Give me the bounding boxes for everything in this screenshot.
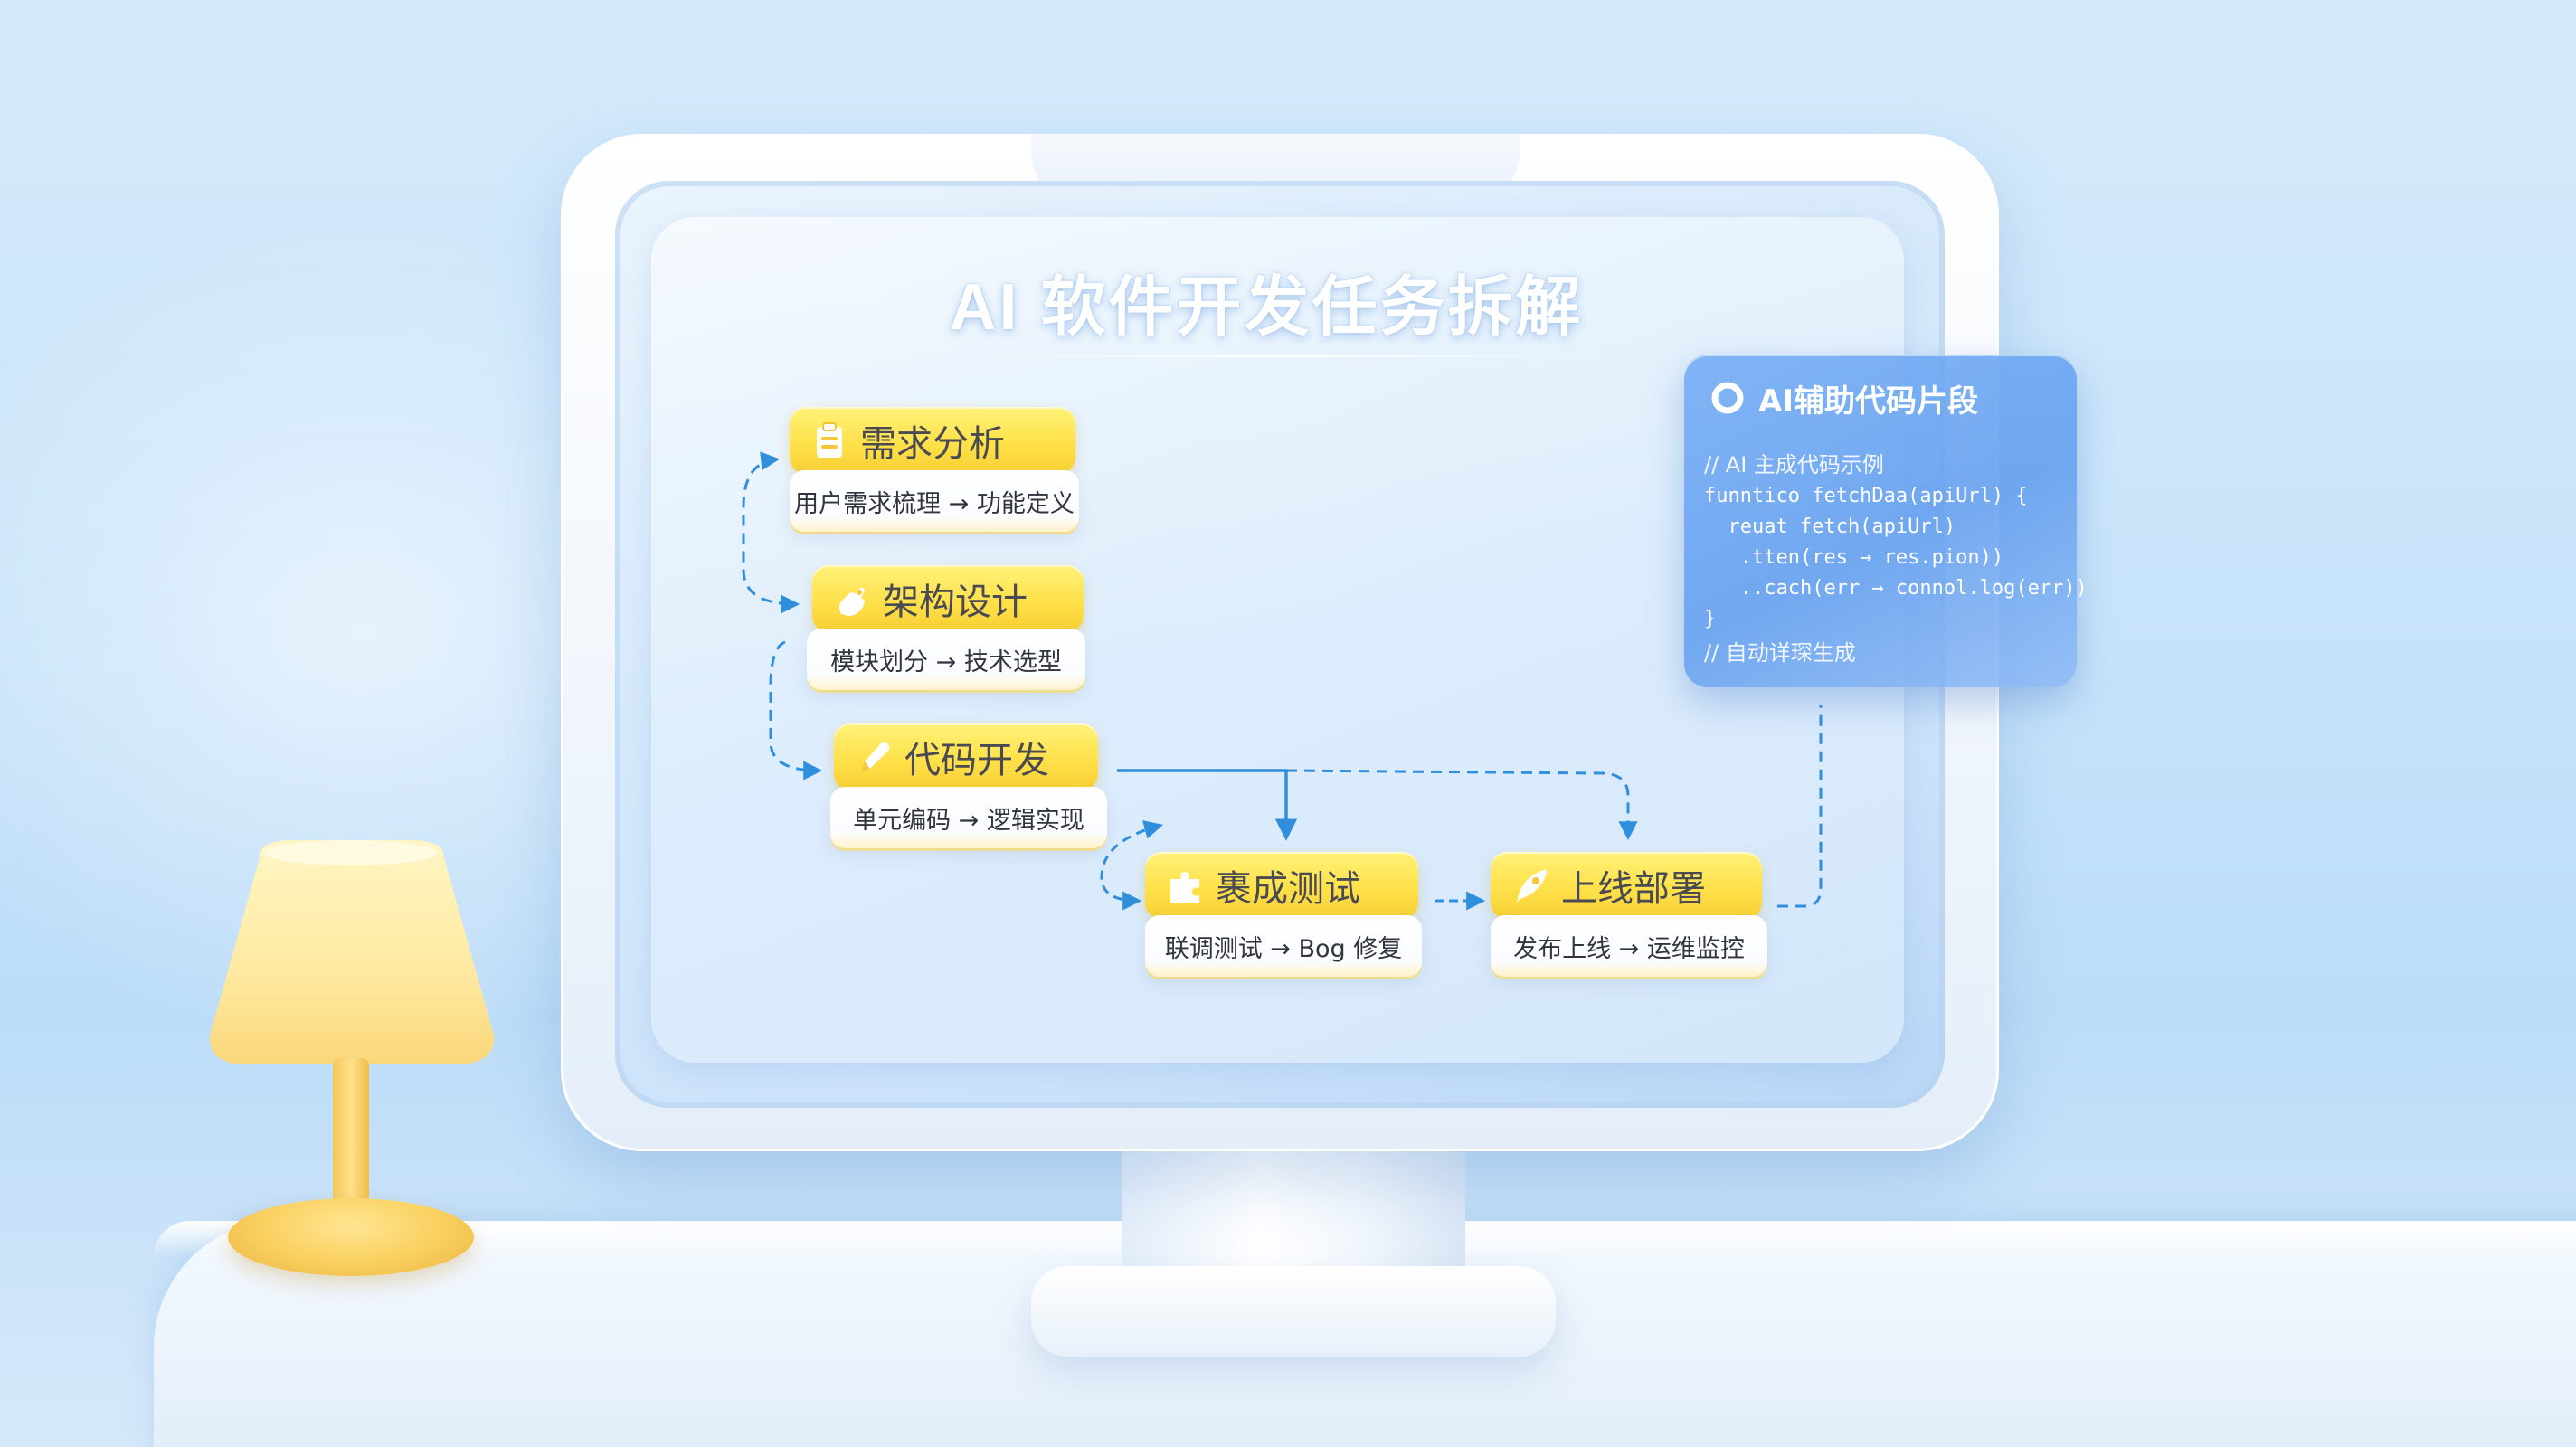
monitor-stand-base xyxy=(1031,1266,1556,1357)
node-description-box: 模块划分 → 技术选型 xyxy=(807,629,1085,690)
code-line: reuat fetch(apiUrl) xyxy=(1704,515,1956,538)
lamp-base xyxy=(228,1198,474,1276)
node-title: 需求分析 xyxy=(860,423,1005,465)
puzzle-icon xyxy=(1170,872,1199,903)
node-header: 需求分析 xyxy=(790,407,1075,474)
ring-icon xyxy=(1711,382,1744,414)
node-title: 架构设计 xyxy=(883,582,1028,623)
hand-icon xyxy=(839,587,865,616)
node-title: 裹成测试 xyxy=(1216,868,1360,910)
code-line: // 自动详琛生成 xyxy=(1704,640,1856,666)
code-line: .tten(res → res.pion)) xyxy=(1704,546,2004,569)
node-description: 用户需求梳理 → 功能定义 xyxy=(794,489,1075,518)
node-header: 裹成测试 xyxy=(1145,852,1418,919)
node-description-box: 联调测试 → Bog 修复 xyxy=(1145,915,1422,977)
rocket-icon xyxy=(1516,870,1547,903)
code-snippet-panel: AI辅助代码片段 // AI 主成代码示例 funntico fetchDaa(… xyxy=(1684,355,2088,687)
title-underline xyxy=(959,355,1610,357)
code-panel-title: AI辅助代码片段 xyxy=(1758,383,1978,420)
node-header: 代码开发 xyxy=(834,724,1098,790)
pen-icon xyxy=(861,742,890,772)
clipboard-icon xyxy=(817,422,842,458)
node-description: 发布上线 → 运维监控 xyxy=(1513,934,1745,963)
node-description-box: 发布上线 → 运维监控 xyxy=(1491,915,1767,977)
node-description: 单元编码 → 逻辑实现 xyxy=(853,806,1084,835)
node-title: 上线部署 xyxy=(1561,868,1706,910)
lamp-shade xyxy=(209,840,495,1064)
node-description-box: 用户需求梳理 → 功能定义 xyxy=(790,470,1079,532)
lamp-pole xyxy=(333,1058,369,1216)
node-description-box: 单元编码 → 逻辑实现 xyxy=(830,787,1107,848)
diagram-title: AI 软件开发任务拆解 xyxy=(949,271,1584,344)
node-header: 上线部署 xyxy=(1491,852,1762,919)
node-title: 代码开发 xyxy=(904,740,1049,781)
code-line: } xyxy=(1704,608,1717,630)
code-line: // AI 主成代码示例 xyxy=(1704,452,1884,478)
code-line: funntico fetchDaa(apiUrl) { xyxy=(1704,485,2028,507)
node-header: 架构设计 xyxy=(812,565,1084,632)
code-panel-header: AI辅助代码片段 xyxy=(1709,378,1978,420)
node-description: 联调测试 → Bog 修复 xyxy=(1164,934,1403,963)
node-description: 模块划分 → 技术选型 xyxy=(830,648,1062,676)
code-line: ..cach(err → connol.log(err)) xyxy=(1704,577,2088,600)
